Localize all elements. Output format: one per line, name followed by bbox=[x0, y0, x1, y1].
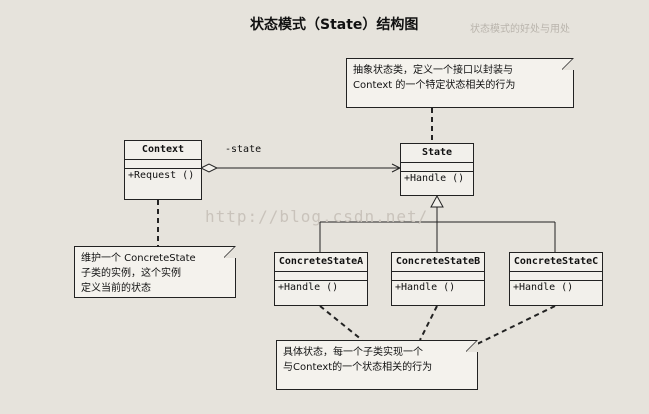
context-class: Context +Request () bbox=[124, 140, 202, 200]
state-note-line-2: Context 的一个特定状态相关的行为 bbox=[353, 80, 516, 91]
context-class-name: Context bbox=[125, 141, 201, 160]
state-class-name: State bbox=[401, 144, 473, 163]
diagram-title: 状态模式（State）结构图 bbox=[250, 17, 419, 33]
association-label: -state bbox=[225, 144, 262, 155]
context-class-operation: +Request () bbox=[128, 170, 195, 181]
context-note-line-1: 维护一个 ConcreteState bbox=[81, 253, 196, 264]
concrete-state-c-class: ConcreteStateC +Handle () bbox=[509, 252, 603, 306]
concrete-state-a-name: ConcreteStateA bbox=[275, 253, 367, 272]
background-text: 状态模式的好处与用处 bbox=[470, 24, 570, 35]
concrete-note-connector-a bbox=[319, 305, 363, 341]
concrete-state-b-operation: +Handle () bbox=[395, 282, 456, 293]
concrete-state-a-class: ConcreteStateA +Handle () bbox=[274, 252, 368, 306]
context-note-line-2: 子类的实例，这个实例 bbox=[81, 268, 181, 279]
concrete-note-line-2: 与Context的一个状态相关的行为 bbox=[283, 362, 433, 373]
concrete-state-a-operation: +Handle () bbox=[278, 282, 339, 293]
watermark: http://blog.csdn.net/ bbox=[205, 207, 429, 226]
concrete-state-b-name: ConcreteStateB bbox=[392, 253, 484, 272]
state-class-operation: +Handle () bbox=[404, 173, 465, 184]
concrete-note-line-1: 具体状态，每一个子类实现一个 bbox=[283, 347, 423, 358]
context-note-line-3: 定义当前的状态 bbox=[81, 283, 151, 294]
context-note: 维护一个 ConcreteState 子类的实例，这个实例 定义当前的状态 bbox=[74, 246, 236, 298]
concrete-note-connector-b bbox=[419, 305, 438, 341]
aggregation-diamond bbox=[199, 163, 219, 173]
inheritance-triangle bbox=[430, 194, 444, 208]
state-note-line-1: 抽象状态类，定义一个接口以封装与 bbox=[353, 65, 513, 76]
state-note: 抽象状态类，定义一个接口以封装与 Context 的一个特定状态相关的行为 bbox=[346, 58, 574, 108]
concrete-state-c-name: ConcreteStateC bbox=[510, 253, 602, 272]
state-class: State +Handle () bbox=[400, 143, 474, 196]
concrete-state-c-operation: +Handle () bbox=[513, 282, 574, 293]
concrete-state-note: 具体状态，每一个子类实现一个 与Context的一个状态相关的行为 bbox=[276, 340, 478, 390]
concrete-state-b-class: ConcreteStateB +Handle () bbox=[391, 252, 485, 306]
concrete-note-connector-c bbox=[474, 305, 556, 346]
